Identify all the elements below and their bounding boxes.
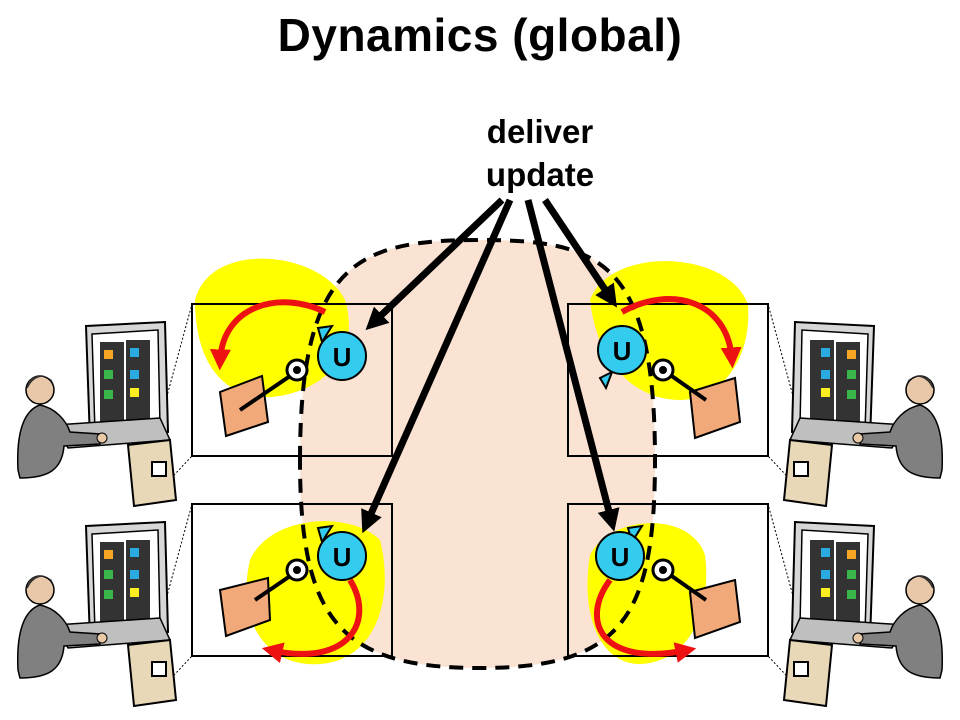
- update-badge-icon: [317, 531, 367, 581]
- rotation-arrow-bottom-left: [261, 578, 363, 664]
- deliver-label-line2: update: [485, 156, 595, 193]
- deliver-update-label: deliver update: [440, 110, 640, 196]
- view-panel-top-right: [567, 303, 769, 457]
- update-badge-icon: [595, 531, 645, 581]
- sensor-wedge: [688, 376, 742, 440]
- user-station-bottom-right: [783, 521, 944, 707]
- update-badge-top-left: U: [316, 324, 367, 381]
- sensor-bottom-left: [218, 558, 309, 638]
- delivery-arrow-top-left: [365, 197, 505, 331]
- rotation-arrow-top-right: [620, 296, 742, 369]
- sensor-wedge: [688, 578, 742, 640]
- sensor-bottom-right: [651, 558, 742, 640]
- user-station-top-left: [16, 321, 178, 507]
- update-badge-icon: [597, 325, 647, 375]
- update-badge-label: U: [333, 542, 352, 572]
- sensor-top-right: [651, 358, 742, 440]
- update-badge-bottom-right: U: [595, 524, 645, 581]
- user-station-top-right: [783, 321, 944, 507]
- sensor-wedge: [218, 576, 272, 638]
- rotation-arrow-top-left: [209, 299, 327, 371]
- update-badge-label: U: [333, 342, 352, 372]
- update-badge-label: U: [613, 336, 632, 366]
- delivery-arrow-bottom-left: [361, 198, 514, 534]
- update-badge-top-right: U: [597, 325, 647, 391]
- update-badge-bottom-left: U: [316, 524, 367, 581]
- delivery-arrow-bottom-right: [524, 199, 620, 532]
- delivery-arrows: [361, 197, 620, 534]
- sensor-top-left: [218, 358, 309, 438]
- leader-lines: [154, 303, 806, 691]
- delivery-arrow-top-right: [542, 198, 617, 308]
- highlight-blob-top-left: [195, 258, 349, 398]
- deliver-label-line1: deliver: [486, 113, 594, 150]
- shared-region-outline: [297, 237, 658, 671]
- rotation-arrow-bottom-right: [593, 578, 697, 663]
- update-badge-label: U: [611, 542, 630, 572]
- user-station-bottom-left: [16, 521, 178, 707]
- page-title: Dynamics (global): [277, 9, 683, 61]
- update-badge-icon: [317, 331, 367, 381]
